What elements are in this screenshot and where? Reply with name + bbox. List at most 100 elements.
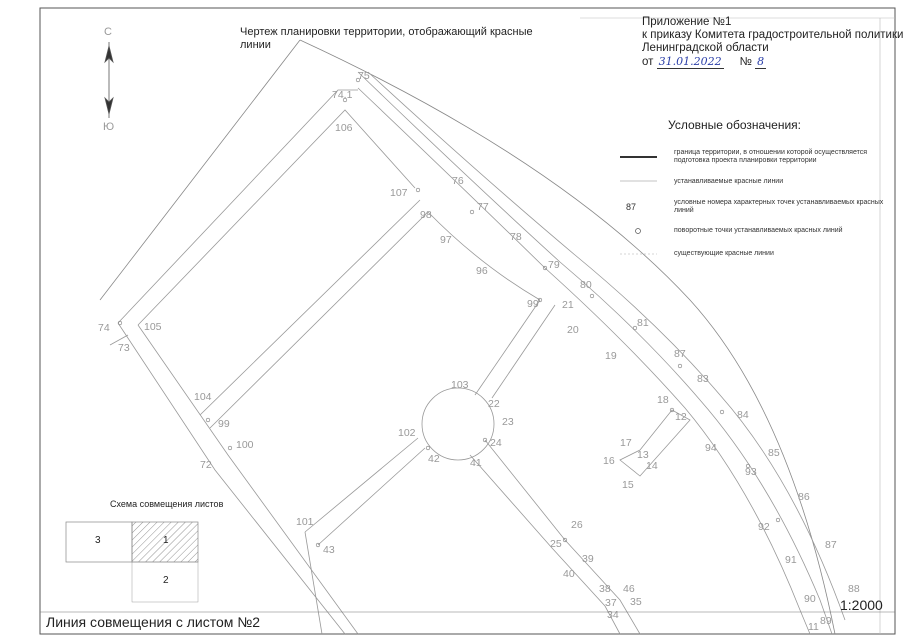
sheet-inner-line xyxy=(580,17,895,634)
appendix-block: Приложение №1 к приказу Комитета градост… xyxy=(642,16,903,69)
point-label: 91 xyxy=(785,554,797,566)
point-label: 101 xyxy=(296,516,314,528)
point-label: 72 xyxy=(200,459,212,471)
point-label: 74.1 xyxy=(332,89,353,101)
point-label: 18 xyxy=(657,394,669,406)
point-label: 37 xyxy=(605,597,617,609)
handwritten-number: 8 xyxy=(755,55,767,69)
block-lines xyxy=(109,89,691,635)
handwritten-date: 31.01.2022 xyxy=(656,55,724,69)
point-label: 16 xyxy=(603,455,615,467)
point-label: 80 xyxy=(580,279,592,291)
appendix-date-row: от 31.01.2022 № 8 xyxy=(642,55,903,69)
point-label: 34 xyxy=(607,609,619,621)
point-label: 25 xyxy=(550,538,562,550)
point-label: 75 xyxy=(358,70,370,82)
scheme-sheet-label-2: 2 xyxy=(163,575,169,586)
point-label: 94 xyxy=(705,442,717,454)
point-label: 87 xyxy=(825,539,837,551)
point-label: 46 xyxy=(623,583,635,595)
point-label: 85 xyxy=(768,447,780,459)
scheme-sheet-label-3: 3 xyxy=(95,535,101,546)
point-label: 23 xyxy=(502,416,514,428)
scheme-sheet-2 xyxy=(131,561,199,603)
point-label: 41 xyxy=(470,457,482,469)
point-label: 98 xyxy=(420,209,432,221)
compass-north: С xyxy=(104,26,112,38)
legend-item-text: существующие красные линии xyxy=(674,250,774,257)
legend-item-text: поворотные точки устанавливаемых красных… xyxy=(674,227,843,234)
point-label: 99 xyxy=(218,418,230,430)
point-label: 81 xyxy=(637,317,649,329)
point-label: 73 xyxy=(118,342,130,354)
point-label: 19 xyxy=(605,350,617,362)
point-markers xyxy=(117,77,781,548)
compass-arrow xyxy=(104,42,114,118)
point-label: 21 xyxy=(562,299,574,311)
legend-item-text: устанавливаемые красные линии xyxy=(674,178,784,185)
territory-arc xyxy=(299,39,836,635)
point-label: 77 xyxy=(477,201,489,213)
roundabout xyxy=(421,387,495,461)
point-label: 83 xyxy=(697,373,709,385)
point-label: 74 xyxy=(98,322,110,334)
appendix-line-2: к приказу Комитета градостроительной пол… xyxy=(642,29,904,41)
date-prefix: от xyxy=(642,56,654,68)
point-label: 92 xyxy=(758,521,770,533)
point-label: 12 xyxy=(675,411,687,423)
point-label: 78 xyxy=(510,231,522,243)
compass-south: Ю xyxy=(103,121,115,133)
point-label: 43 xyxy=(323,544,335,556)
appendix-line-3: Ленинградской области xyxy=(642,42,769,54)
number-prefix: № xyxy=(739,56,752,68)
appendix-line-1: Приложение №1 xyxy=(642,16,732,28)
point-label: 96 xyxy=(476,265,488,277)
point-label: 88 xyxy=(848,583,860,595)
point-label: 87 xyxy=(674,348,686,360)
point-label: 26 xyxy=(571,519,583,531)
point-label: 13 xyxy=(637,449,649,461)
point-label: 90 xyxy=(804,593,816,605)
point-label: 40 xyxy=(563,568,575,580)
point-label: 103 xyxy=(451,379,469,391)
diagonal-boundary xyxy=(99,39,301,301)
combination-line-label: Линия совмещения с листом №2 xyxy=(46,614,261,630)
point-label: 105 xyxy=(144,321,162,333)
point-label: 14 xyxy=(646,460,658,472)
main-street-lines xyxy=(357,71,846,635)
scale-label: 1:2000 xyxy=(840,597,883,613)
point-label: 106 xyxy=(335,122,353,134)
scheme-sheet-1 xyxy=(131,521,199,563)
point-label: 20 xyxy=(567,324,579,336)
drawing-title: Чертеж планировки территории, отображающ… xyxy=(240,26,533,51)
legend-title: Условные обозначения: xyxy=(668,118,801,132)
scheme-sheet-label-1: 1 xyxy=(163,535,169,546)
point-label: 38 xyxy=(599,583,611,595)
point-label: 104 xyxy=(194,391,212,403)
point-label: 79 xyxy=(548,259,560,271)
point-label: 99 xyxy=(527,298,539,310)
point-label: 15 xyxy=(622,479,634,491)
point-label: 76 xyxy=(452,175,464,187)
point-label: 86 xyxy=(798,491,810,503)
point-label-group: 75 74.1 106 107 76 98 77 97 78 96 79 80 … xyxy=(98,70,860,633)
point-label: 11 xyxy=(808,621,819,633)
sheet-frame xyxy=(39,7,896,635)
point-label: 107 xyxy=(390,187,408,199)
point-label: 84 xyxy=(737,409,749,421)
point-label: 100 xyxy=(236,439,254,451)
point-label: 89 xyxy=(820,615,832,627)
scheme-title: Схема совмещения листов xyxy=(110,499,224,509)
point-label: 102 xyxy=(398,427,416,439)
sheet-scheme xyxy=(65,521,199,603)
legend-circle xyxy=(635,228,641,234)
point-label: 93 xyxy=(745,466,757,478)
point-label: 42 xyxy=(428,453,440,465)
legend-symbols xyxy=(620,156,657,255)
legend-item-text: граница территории, в отношении которой … xyxy=(674,149,868,164)
point-label: 35 xyxy=(630,596,642,608)
legend-symbol-number: 87 xyxy=(626,202,637,212)
point-label: 17 xyxy=(620,437,632,449)
